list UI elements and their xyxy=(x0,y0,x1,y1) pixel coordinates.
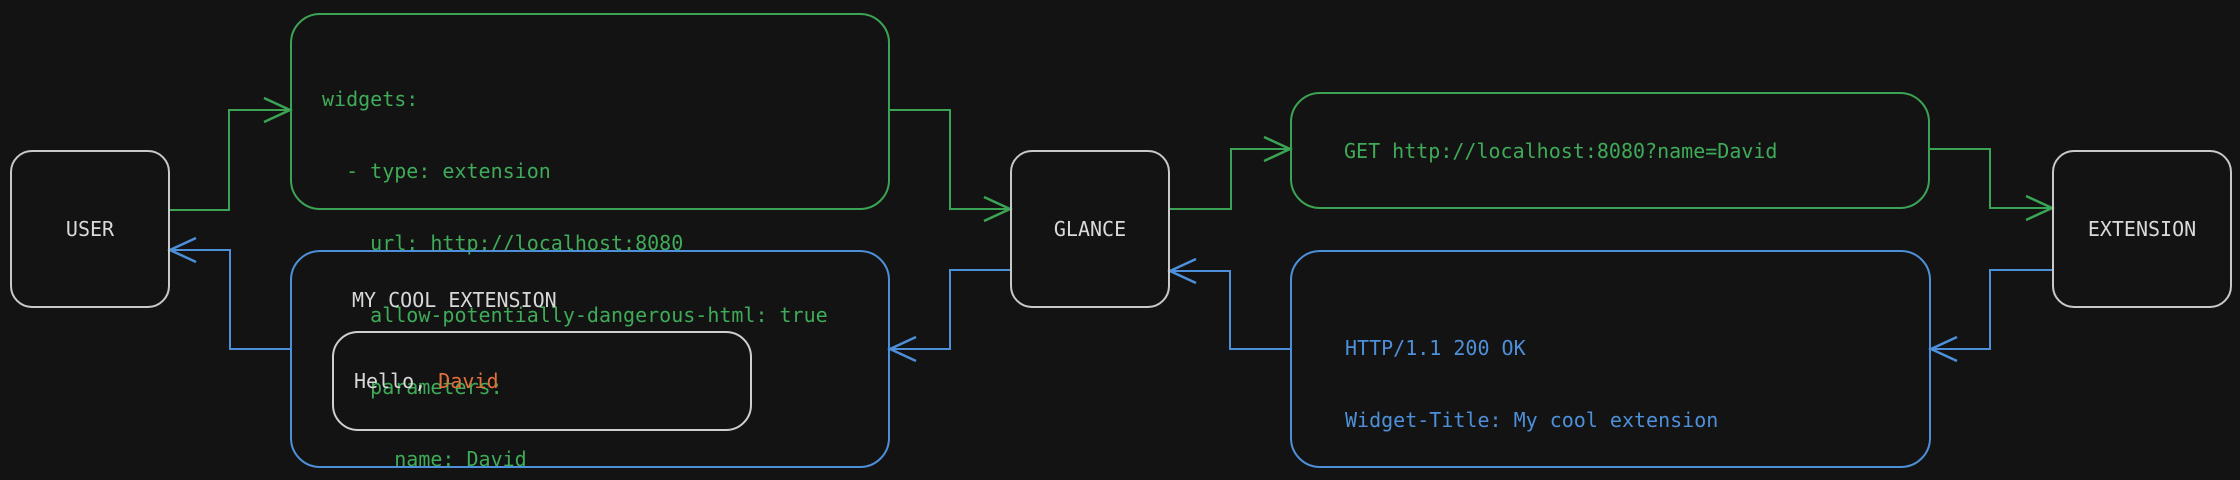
arrow-request-to-extension xyxy=(1930,148,2055,222)
node-extension-label: EXTENSION xyxy=(2087,217,2197,241)
arrow-user-to-config xyxy=(170,96,293,211)
response-line: Widget-Title: My cool extension xyxy=(1345,408,1719,432)
config-yaml-box: widgets: - type: extension url: http://l… xyxy=(290,13,890,471)
widget-title: MY COOL EXTENSION xyxy=(352,288,557,312)
rendered-widget-box: MY COOL EXTENSION Hello, David xyxy=(290,250,890,468)
node-user-label: USER xyxy=(65,217,115,241)
arrow-config-to-glance xyxy=(890,109,1013,223)
config-line: allow-potentially-dangerous-html: true xyxy=(322,303,828,327)
arrow-response-to-glance xyxy=(1167,257,1290,350)
response-line: HTTP/1.1 200 OK xyxy=(1345,336,1526,360)
node-glance: GLANCE xyxy=(1010,150,1170,308)
http-response-box: HTTP/1.1 200 OK Widget-Title: My cool ex… xyxy=(1290,250,1931,468)
node-extension: EXTENSION xyxy=(2052,150,2232,308)
arrow-extension-to-response xyxy=(1928,269,2052,363)
arrow-widget-to-user xyxy=(167,236,290,350)
config-line: parameters: xyxy=(322,375,503,399)
greeting-prefix: Hello, xyxy=(354,369,439,393)
config-line: - type: extension xyxy=(322,159,551,183)
widget-greeting-card: Hello, David xyxy=(332,331,752,431)
greeting-name: David xyxy=(438,369,499,393)
config-line: widgets: xyxy=(322,87,419,111)
node-user: USER xyxy=(10,150,170,308)
http-request-text: GET http://localhost:8080?name=David xyxy=(1344,138,1778,163)
http-response-code: HTTP/1.1 200 OK Widget-Title: My cool ex… xyxy=(1292,252,1929,480)
http-request-box: GET http://localhost:8080?name=David xyxy=(1290,92,1930,209)
arrow-glance-to-widget xyxy=(887,269,1010,363)
arrow-glance-to-request xyxy=(1170,135,1293,210)
node-glance-label: GLANCE xyxy=(1053,217,1127,241)
